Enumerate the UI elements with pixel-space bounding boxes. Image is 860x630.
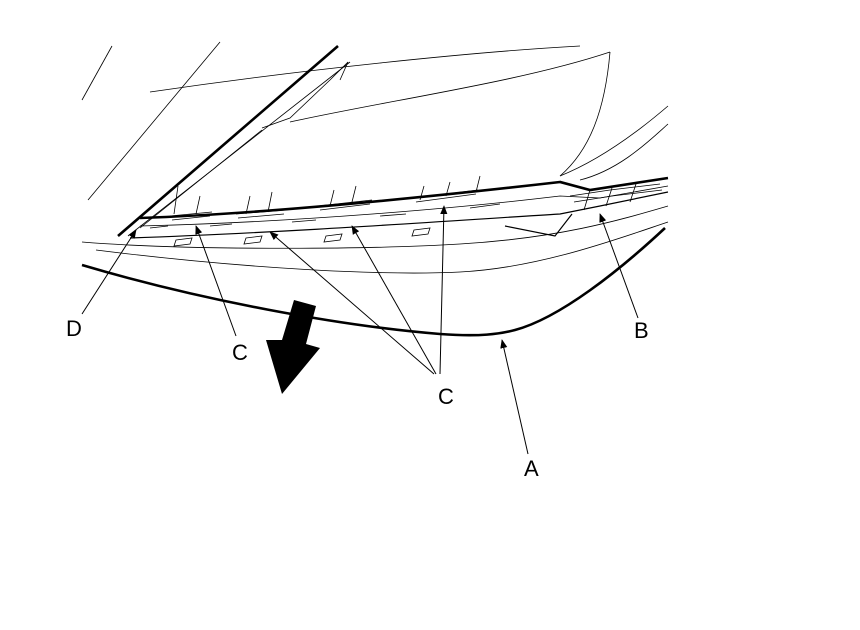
callout-d: D (66, 316, 82, 341)
clip-slots (149, 175, 663, 247)
bumper-cover (81, 227, 666, 337)
callout-b: B (634, 318, 649, 343)
leader-lines (81, 205, 639, 455)
hood-outline (81, 41, 669, 201)
bumper-upper-edge (81, 176, 669, 274)
pillar-edge (117, 45, 351, 237)
down-left-arrow-icon (266, 300, 320, 394)
callout-a: A (524, 456, 539, 481)
callout-c-left: C (232, 340, 248, 365)
callout-c-center: C (438, 384, 454, 409)
